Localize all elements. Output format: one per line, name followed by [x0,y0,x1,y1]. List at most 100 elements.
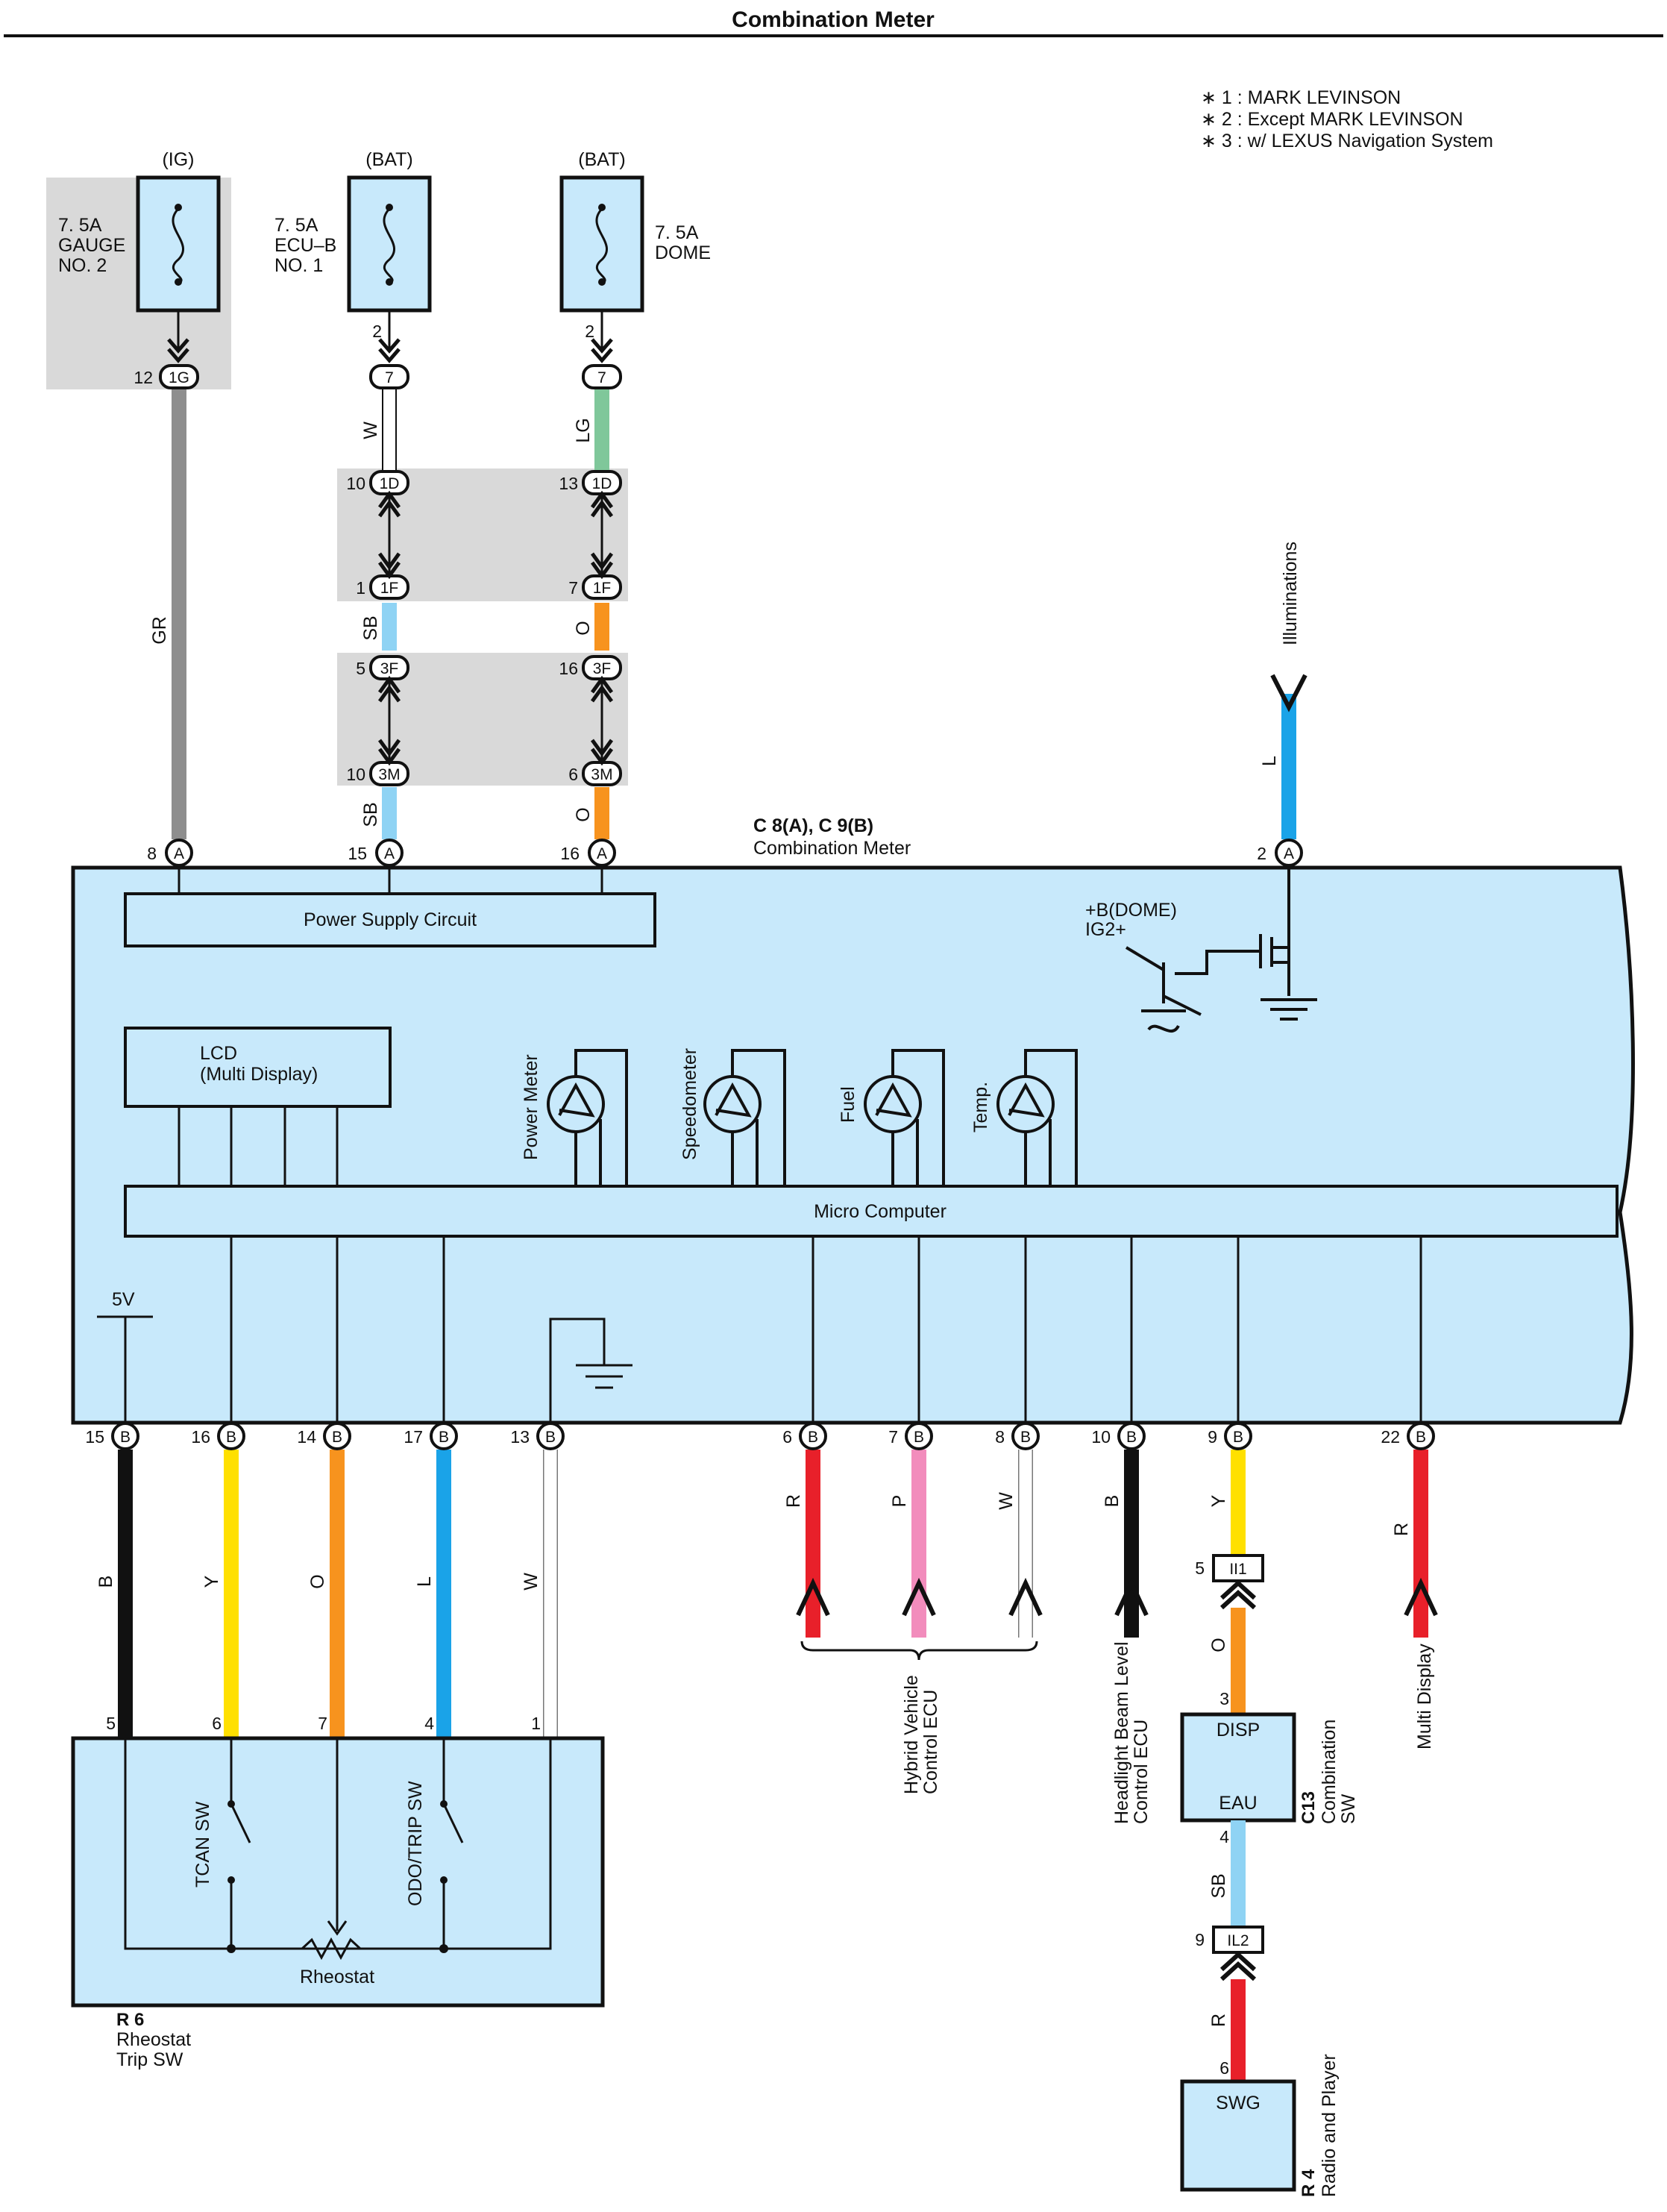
bpin-num-14: 14 [297,1427,316,1447]
gauge-speedometer [703,1049,786,1186]
bwire-label-r-22: R [1391,1523,1412,1536]
conn-3f-a: 3F [380,660,399,677]
headlight-label-2: Control ECU [1131,1720,1152,1824]
top-pin-num-2: 2 [1257,844,1266,863]
jpin-6: 6 [568,765,578,784]
conn-1g: 1G [169,369,189,386]
il2-chevron-2 [1219,1961,1257,1981]
bpin-num-13: 13 [510,1427,530,1447]
rheostat-dots [227,1800,448,1953]
gauge-temp [996,1049,1078,1186]
top-pin-a-2: A [384,845,395,862]
ecu-arrows [796,1577,1438,1617]
combination-sw-name-2: SW [1338,1793,1359,1824]
fuse-2-line-2: ECU–B [274,235,336,256]
radio-ref: R 4 [1299,2169,1319,2197]
bwire-label-b-10: B [1102,1495,1123,1508]
bpin-b-4: B [439,1429,449,1446]
rh-pin-1: 1 [531,1714,541,1733]
bpin-b-10: B [1233,1429,1243,1446]
fuse-2-line-3: NO. 1 [274,255,323,276]
wire-label-lg: LG [573,418,594,442]
wire-label-l-top: L [1259,756,1280,766]
jpin-1: 1 [356,578,365,598]
top-pin-a-4: A [1284,845,1294,862]
dome-label-2: IG2+ [1085,919,1126,940]
top-pin-num-16: 16 [560,844,580,863]
rheostat-circuit [124,1738,552,1961]
fuse-gauge-no2 [136,175,221,351]
bpin-b-9: B [1126,1429,1137,1446]
bpin-num-8: 8 [995,1427,1005,1447]
power-supply-box [124,892,656,947]
note-3: ∗ 3 : w/ LEXUS Navigation System [1201,131,1493,151]
cs-pin-6: 6 [1219,2058,1229,2078]
chevrons-top [167,338,613,363]
power-supply-label: Power Supply Circuit [304,909,477,930]
jpin-7: 7 [568,578,578,598]
fuse-source-bat-1: (BAT) [365,149,412,170]
meter-panel [71,865,1635,1425]
wire-label-w: W [360,422,381,439]
cs-pin-5: 5 [1195,1558,1205,1578]
hybrid-label-2: Control ECU [920,1690,941,1794]
bpin-num-7: 7 [888,1427,898,1447]
radio-swg-label: SWG [1216,2093,1261,2114]
cswire-label-sb: SB [1208,1873,1229,1898]
bpin-b-8: B [1020,1429,1031,1446]
lcd-label-1: LCD [200,1043,237,1064]
top-pin-circles [165,839,1303,867]
ii1-chevron-2 [1219,1589,1257,1610]
bpin-num-22: 22 [1381,1427,1400,1447]
gauge-label-speedometer: Speedometer [679,1048,700,1160]
jpin-12: 12 [134,368,153,387]
bwire-label-w-8: W [996,1492,1017,1510]
odo-trip-sw-label: ODO/TRIP SW [405,1781,426,1906]
jpin-2-a: 2 [372,322,382,341]
headlight-label-1: Headlight Beam Level [1111,1641,1132,1824]
bwire-label-y-16: Y [201,1575,222,1588]
lcd-box [124,1027,392,1108]
illuminations-label: Illuminations [1280,542,1301,645]
jpin-10-a: 10 [346,474,365,493]
cswire-label-o: O [1208,1638,1229,1652]
rheostat-name-1: Rheostat [116,2029,191,2050]
cs-pin-4: 4 [1219,1827,1229,1846]
conn-1d-a: 1D [380,475,400,492]
fuse-source-bat-2: (BAT) [578,149,625,170]
conn-7-b: 7 [597,369,606,386]
bpin-b-5: B [545,1429,556,1446]
internal-lines [97,1236,1422,1421]
wire-label-sb-2: SB [360,802,381,827]
rh-pin-7: 7 [318,1714,327,1733]
hybrid-label-1: Hybrid Vehicle [901,1675,922,1794]
cswire-label-r: R [1208,2014,1229,2027]
meter-name: Combination Meter [753,838,911,859]
top-pin-num-15: 15 [348,844,367,863]
fuse-1-line-3: NO. 2 [58,255,107,276]
multi-display-label: Multi Display [1414,1644,1435,1749]
bpin-num-16: 16 [191,1427,210,1447]
conn-ii1-label: II1 [1229,1561,1246,1578]
conn-1d-b: 1D [592,475,612,492]
bpin-num-10: 10 [1091,1427,1111,1447]
jpin-13: 13 [559,474,578,493]
bpin-b-2: B [226,1429,236,1446]
wire-label-gr: GR [149,616,170,645]
micro-computer-box [124,1185,1619,1238]
top-pin-num-8: 8 [147,844,157,863]
conn-il2-label: IL2 [1227,1932,1249,1949]
combination-sw-eau: EAU [1219,1793,1257,1814]
jpin-2-b: 2 [585,322,594,341]
fuse-1-line-1: 7. 5A [58,215,102,236]
bpin-num-6: 6 [782,1427,792,1447]
bpin-num-15: 15 [85,1427,104,1447]
top-pin-a-1: A [174,845,184,862]
conn-3m-a: 3M [378,766,400,783]
gauge-label-temp: Temp. [970,1082,991,1132]
radio-name: Radio and Player [1319,2054,1340,2197]
bwire-label-b-15: B [95,1576,116,1588]
top-pin-a-3: A [597,845,607,862]
fuse-2-line-1: 7. 5A [274,215,318,236]
